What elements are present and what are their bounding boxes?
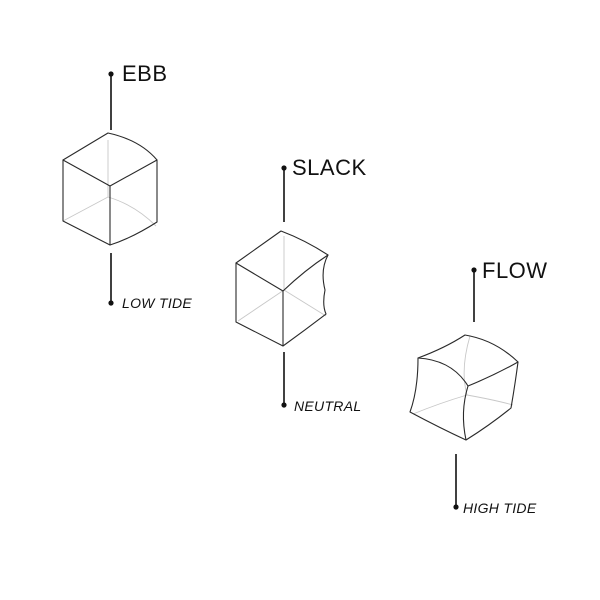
slack-caption-dot (281, 402, 287, 408)
ebb-caption-dot (108, 300, 114, 306)
ebb-title-dot (108, 71, 114, 77)
ebb-title: EBB (122, 61, 168, 86)
flow-title-dot (471, 267, 477, 273)
flow-cube (409, 334, 519, 441)
ebb-cube (62, 132, 158, 246)
flow-title: FLOW (482, 258, 548, 283)
slack-cube (235, 230, 329, 347)
slack-title: SLACK (292, 155, 367, 180)
ebb-caption: LOW TIDE (122, 295, 193, 311)
ebb-group (62, 71, 158, 306)
slack-group (235, 165, 329, 408)
slack-title-dot (281, 165, 287, 171)
flow-group (409, 267, 519, 510)
flow-caption: HIGH TIDE (463, 500, 537, 516)
flow-caption-dot (453, 504, 459, 510)
slack-caption: NEUTRAL (294, 398, 362, 414)
